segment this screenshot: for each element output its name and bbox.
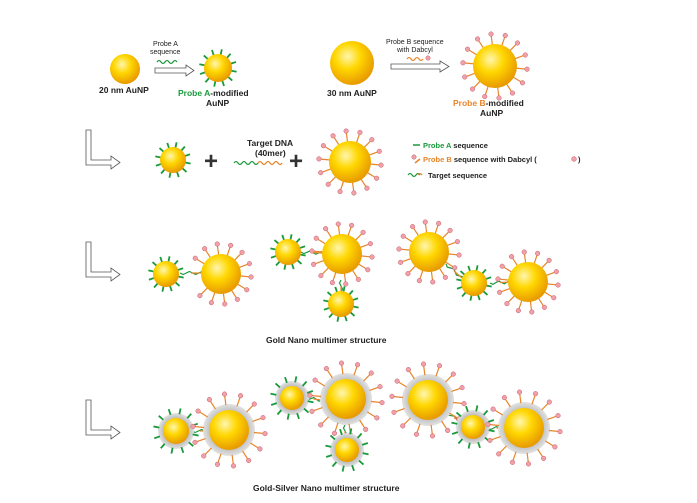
probe-a-np-row2: [155, 142, 191, 178]
arrow-probe-b-label-2: with Dabcyl: [396, 47, 433, 54]
probe-b-np: [190, 391, 268, 469]
probe-b-np: [309, 221, 375, 287]
probe-a-np: [270, 234, 306, 270]
dabcyl-icon: [571, 156, 577, 162]
l-arrow-row2: [85, 129, 121, 170]
l-arrow-row3: [85, 241, 121, 282]
label-probe-b-modified-line2: AuNP: [480, 108, 503, 118]
probe-b-np-row2: [316, 128, 384, 196]
probe-a-np: [199, 49, 237, 87]
svg-text:Probe A sequence: Probe A sequence: [423, 141, 488, 150]
probe-a-modified-np: [199, 49, 237, 87]
target-dna: Target DNA (40mer): [233, 138, 293, 166]
probe-b-np: [396, 219, 462, 285]
probe-b-np: [389, 361, 467, 439]
l-arrow-row4: [85, 399, 121, 440]
np-20nm-bare: [110, 54, 140, 84]
np-30nm-bare: [330, 41, 374, 85]
legend-target: Target sequence: [407, 171, 487, 180]
probe-b-np: [192, 241, 254, 307]
hybrid-link: [179, 270, 203, 276]
legend-probe-a: Probe A sequence: [413, 141, 488, 150]
probe-b-modified-np: [460, 31, 530, 101]
gold-multimer-title: Gold Nano multimer structure: [266, 335, 387, 345]
plus-sign-1: +: [204, 148, 218, 175]
legend: Probe A sequence Probe B sequence with D…: [407, 141, 581, 180]
target-dna-sublabel: (40mer): [255, 148, 286, 158]
label-probe-b-modified: Probe B-modified: [453, 98, 524, 108]
gold-silver-multimers: [153, 360, 563, 472]
hybrid-link: [489, 279, 511, 286]
label-probe-a-modified-line2: AuNP: [206, 98, 229, 108]
svg-text:Target sequence: Target sequence: [428, 171, 487, 180]
hybrid-link: [445, 263, 464, 279]
probe-a-np: [323, 286, 359, 322]
probe-b-np: [307, 360, 385, 438]
plus-sign-2: +: [289, 148, 303, 175]
probe-a-np: [155, 142, 191, 178]
arrow-probe-a-label-2: sequence: [150, 49, 180, 56]
arrow-probe-a-label-1: Probe A: [153, 41, 178, 48]
svg-text:Probe B sequence with Dabcyl (: Probe B sequence with Dabcyl (: [423, 155, 537, 164]
gold-silver-multimer-title: Gold-Silver Nano multimer structure: [253, 483, 400, 493]
probe-b-np: [460, 31, 530, 101]
probe-a-np: [270, 376, 314, 420]
probe-b-np: [495, 249, 561, 315]
legend-probe-b: Probe B sequence with Dabcyl ( ): [411, 154, 581, 164]
gold-multimers: [148, 219, 561, 322]
hybrid-link: [338, 279, 344, 293]
label-20nm: 20 nm AuNP: [99, 85, 149, 95]
arrow-probe-a: Probe A sequence: [150, 41, 195, 77]
arrow-probe-b: Probe B sequence with Dabcyl: [386, 39, 450, 73]
arrow-probe-b-label-1: Probe B sequence: [386, 39, 444, 46]
probe-a-np: [451, 405, 495, 449]
probe-a-np: [153, 408, 199, 454]
svg-text:): ): [578, 155, 581, 164]
probe-b-np: [485, 389, 563, 467]
label-30nm: 30 nm AuNP: [327, 88, 377, 98]
probe-a-np: [325, 428, 369, 472]
probe-b-np: [316, 128, 384, 196]
probe-a-np: [456, 265, 492, 301]
target-dna-label: Target DNA: [247, 138, 293, 148]
probe-a-np: [148, 256, 184, 292]
label-probe-a-modified: Probe A-modified: [178, 88, 249, 98]
